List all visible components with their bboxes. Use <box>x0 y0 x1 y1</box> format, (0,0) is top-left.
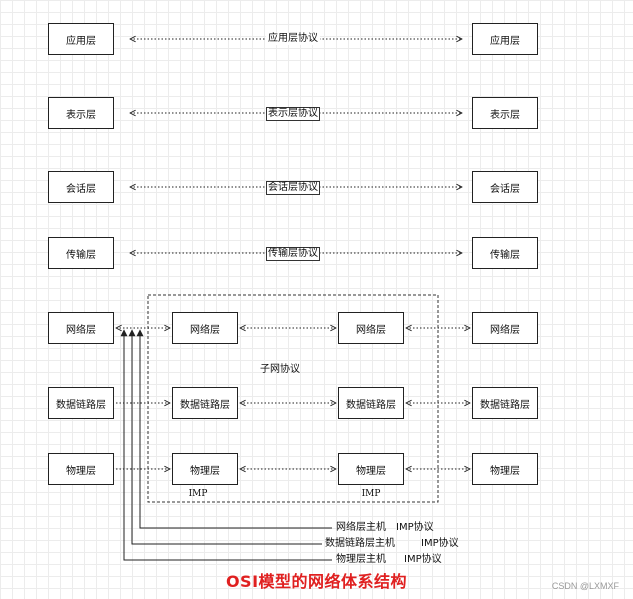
imp-label-right: IMP <box>361 489 381 499</box>
right-host-layer-application: 应用层 <box>472 23 538 55</box>
left-host-layer-application: 应用层 <box>48 23 114 55</box>
left-host-layer-presentation: 表示层 <box>48 97 114 129</box>
left-host-layer-physical: 物理层 <box>48 453 114 485</box>
subnet-boundary <box>147 294 439 503</box>
protocol-label-presentation: 表示层协议 <box>266 107 320 121</box>
right-host-layer-network: 网络层 <box>472 312 538 344</box>
right-host-layer-datalink: 数据链路层 <box>472 387 538 419</box>
left-host-layer-transport: 传输层 <box>48 237 114 269</box>
left-host-layer-session: 会话层 <box>48 171 114 203</box>
diagram-caption: OSI模型的网络体系结构 <box>225 572 408 591</box>
legend-network-host: 网络层主机 <box>336 522 386 533</box>
left-host-layer-network: 网络层 <box>48 312 114 344</box>
imp1-layer-datalink: 数据链路层 <box>172 387 238 419</box>
protocol-label-transport: 传输层协议 <box>266 247 320 261</box>
legend-physical-imp: IMP协议 <box>404 554 442 565</box>
legend-leader-network <box>136 329 332 529</box>
protocol-label-session: 会话层协议 <box>266 181 320 195</box>
right-host-layer-session: 会话层 <box>472 171 538 203</box>
imp1-layer-physical: 物理层 <box>172 453 238 485</box>
legend-leader-physical <box>120 329 332 561</box>
legend-datalink-host: 数据链路层主机 <box>325 538 395 549</box>
legend-datalink-imp: IMP协议 <box>421 538 459 549</box>
left-host-layer-datalink: 数据链路层 <box>48 387 114 419</box>
imp2-layer-datalink: 数据链路层 <box>338 387 404 419</box>
imp1-layer-network: 网络层 <box>172 312 238 344</box>
imp2-layer-physical: 物理层 <box>338 453 404 485</box>
imp2-layer-network: 网络层 <box>338 312 404 344</box>
right-host-layer-physical: 物理层 <box>472 453 538 485</box>
right-host-layer-transport: 传输层 <box>472 237 538 269</box>
imp-label-left: IMP <box>188 489 208 499</box>
legend-leader-datalink <box>128 329 322 545</box>
legend-network-imp: IMP协议 <box>396 522 434 533</box>
subnet-protocol-label: 子网协议 <box>260 364 300 375</box>
watermark: CSDN @LXMXF <box>551 581 619 591</box>
protocol-label-application: 应用层协议 <box>266 33 320 45</box>
legend-physical-host: 物理层主机 <box>336 554 386 565</box>
right-host-layer-presentation: 表示层 <box>472 97 538 129</box>
